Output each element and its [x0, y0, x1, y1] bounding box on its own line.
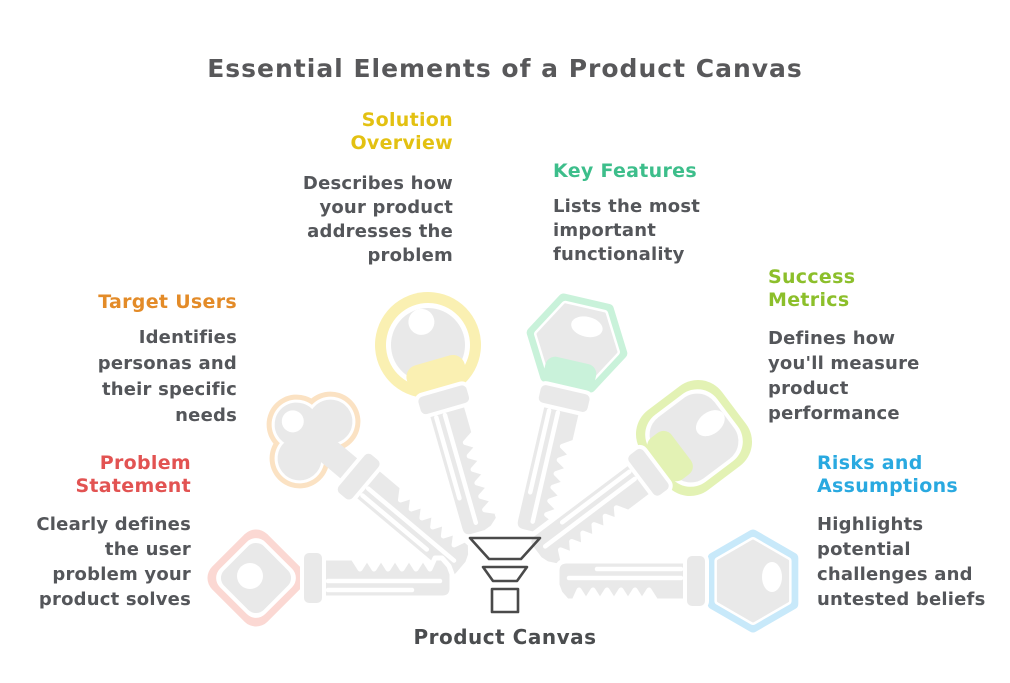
key-icon-solution-overview: [371, 288, 536, 549]
key-hole: [237, 563, 263, 589]
key-hole: [571, 316, 603, 338]
label-problem-statement: Problem Statement: [75, 452, 191, 497]
description-solution-overview: Describes how your product addresses the…: [302, 173, 453, 266]
label-key-features: Key Features: [553, 160, 697, 182]
key-hole: [281, 410, 304, 433]
key-icon-risks-assumptions: [557, 535, 793, 627]
description-risks-assumptions: Highlights potential challenges and unte…: [817, 514, 986, 610]
label-solution-overview: Solution Overview: [350, 109, 453, 154]
label-target-users: Target Users: [98, 291, 237, 313]
label-success-metrics: Success Metrics: [768, 266, 856, 311]
description-key-features: Lists the most important functionality: [553, 196, 701, 265]
diagram-title: Essential Elements of a Product Canvas: [207, 54, 803, 83]
description-problem-statement: Clearly defines the user problem your pr…: [36, 514, 191, 610]
label-risks-assumptions: Risks and Assumptions: [817, 452, 959, 497]
key-icon-success-metrics: [505, 375, 757, 599]
key-icon-target-users: [263, 388, 502, 610]
key-icon-key-features: [488, 294, 631, 544]
funnel-icon: [468, 536, 542, 614]
description-target-users: Identifies personas and their specific n…: [97, 327, 237, 426]
description-success-metrics: Defines how you'll measure product perfo…: [768, 328, 920, 424]
product-canvas-label: Product Canvas: [413, 625, 597, 649]
key-hole: [408, 308, 435, 335]
key-icon-problem-statement: [204, 526, 452, 630]
key-hole: [762, 562, 782, 592]
key-hole: [695, 410, 725, 437]
